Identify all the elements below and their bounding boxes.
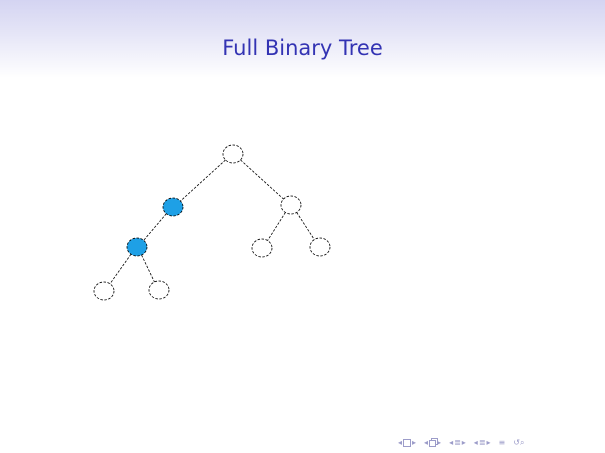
- nav-subsection-group[interactable]: ◂ ▸: [424, 438, 441, 448]
- nav-section-icon[interactable]: ≣: [454, 438, 461, 447]
- tree-node-left-left-left: [93, 281, 115, 301]
- nav-next-subsection-icon[interactable]: ▸: [437, 438, 442, 447]
- nav-prev-subsection-icon[interactable]: ◂: [424, 438, 429, 447]
- nav-prev-slide-icon[interactable]: ◂: [398, 438, 403, 447]
- tree-edge-right-to-right-right: [296, 212, 315, 240]
- beamer-navigation-bar[interactable]: ◂ ▸ ◂ ▸ ◂ ≣ ▸ ◂ ≣ ▸ ≡ ↺⌕: [398, 436, 529, 450]
- tree-node-right-right: [309, 237, 331, 257]
- nav-search-icon[interactable]: ↺⌕: [513, 438, 525, 447]
- tree-nodes: [93, 144, 331, 301]
- title-bar: [0, 0, 605, 78]
- nav-group-icon[interactable]: ≣: [478, 438, 486, 447]
- tree-node-left: [162, 197, 184, 217]
- nav-subsection-icon[interactable]: [429, 439, 437, 447]
- tree-edge-left-left-to-left-left-right: [141, 254, 155, 283]
- nav-next-section-icon[interactable]: ▸: [461, 438, 466, 447]
- tree-edge-right-to-right-left: [267, 212, 286, 241]
- nav-prev-group-icon[interactable]: ◂: [473, 438, 478, 447]
- tree-edge-root-to-right: [240, 159, 284, 200]
- nav-slide-group[interactable]: ◂ ▸: [398, 438, 416, 448]
- tree-node-right-left: [251, 238, 273, 258]
- nav-next-slide-icon[interactable]: ▸: [412, 438, 417, 447]
- tree-node-root: [222, 144, 244, 164]
- nav-search-group[interactable]: ↺⌕: [513, 438, 524, 448]
- nav-group-group[interactable]: ◂ ≣ ▸: [474, 438, 491, 448]
- tree-edges: [109, 159, 315, 285]
- frame-title: Full Binary Tree: [222, 36, 383, 60]
- tree-edge-root-to-left: [180, 159, 226, 202]
- nav-frame-icon[interactable]: [403, 439, 412, 447]
- nav-prev-section-icon[interactable]: ◂: [449, 438, 454, 447]
- tree-node-right: [280, 195, 302, 215]
- nav-appendix-group[interactable]: ≡: [499, 438, 506, 448]
- tree-node-left-left: [126, 237, 148, 257]
- nav-section-group[interactable]: ◂ ≣ ▸: [449, 438, 466, 448]
- tree-edge-left-to-left-left: [143, 213, 167, 241]
- nav-next-group-icon[interactable]: ▸: [486, 438, 491, 447]
- tree-node-left-left-right: [148, 280, 170, 300]
- nav-appendix-icon[interactable]: ≡: [498, 438, 506, 447]
- tree-edge-left-left-to-left-left-left: [109, 253, 132, 285]
